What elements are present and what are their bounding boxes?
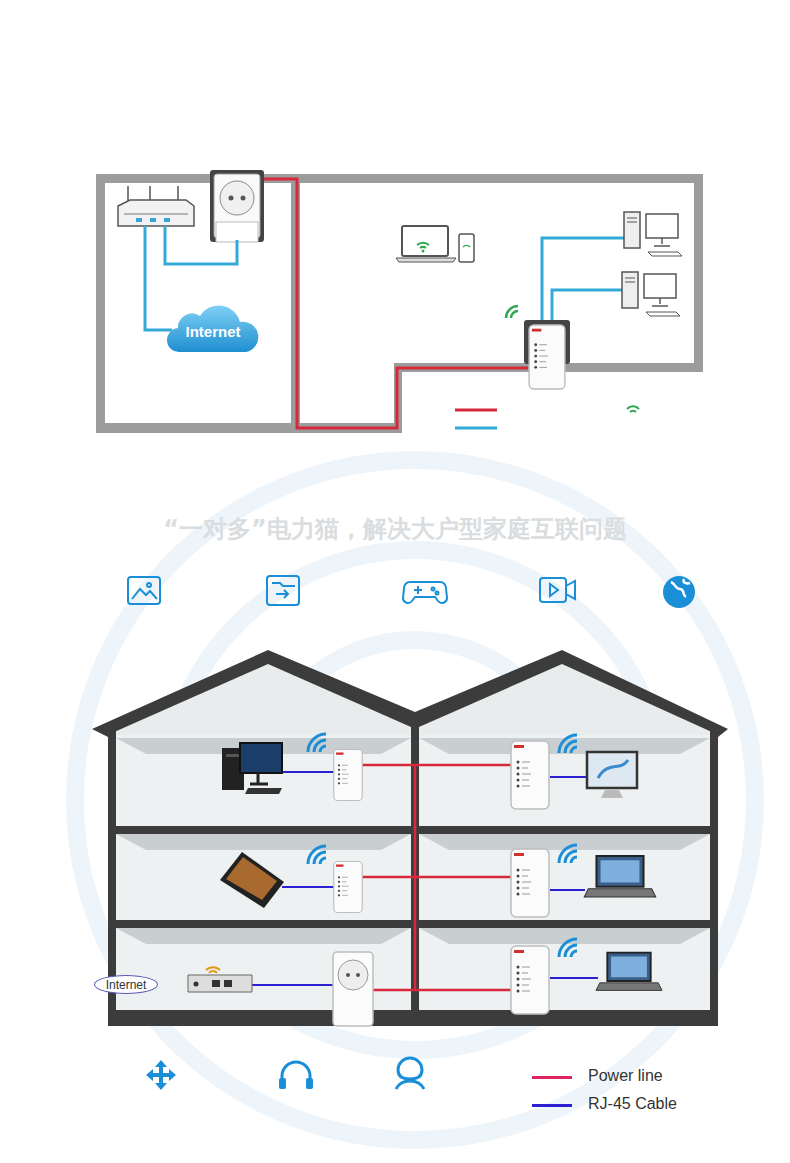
internet-oval: Internet xyxy=(94,975,158,994)
legend-text: Power line xyxy=(588,1067,663,1085)
legend-swatch xyxy=(532,1076,572,1079)
legend-text: RJ-45 Cable xyxy=(588,1095,677,1113)
heading-label: “一对多”电力猫，解决大户型家庭互联问题 xyxy=(0,513,790,545)
node-text: Internet xyxy=(106,978,147,992)
node-text: Internet xyxy=(185,323,240,340)
legend-swatch xyxy=(532,1104,572,1107)
cloud-node: Internet xyxy=(166,296,260,354)
